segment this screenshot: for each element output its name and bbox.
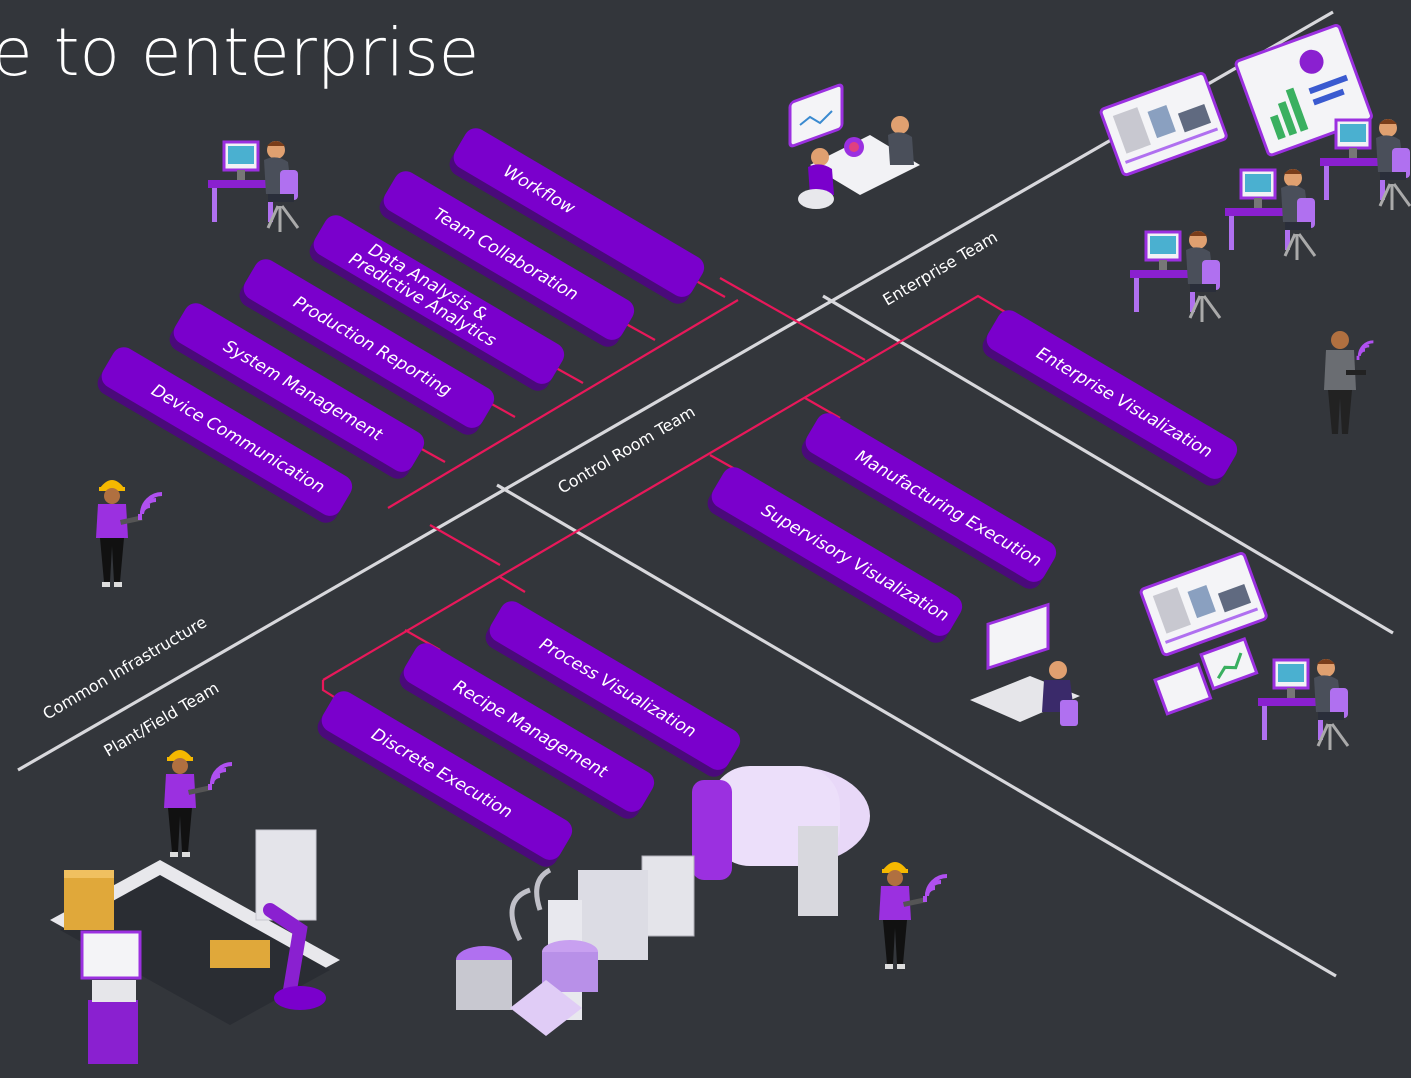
field-worker-icon — [879, 862, 926, 969]
connector-lines — [321, 271, 1023, 711]
wifi-signal-icon — [208, 762, 234, 792]
dashboard-display-icon — [1153, 637, 1259, 716]
control-room-workstation-icon — [970, 602, 1080, 726]
field-worker-icon — [164, 750, 211, 857]
tile-enterprise-visualization[interactable]: Enterprise Visualization — [978, 305, 1242, 491]
conveyor-robot-arm-icon — [50, 829, 340, 1064]
office-worker-icon — [1256, 657, 1350, 752]
wifi-signal-icon — [138, 492, 164, 522]
wifi-signal-icon — [923, 874, 949, 904]
field-worker-icon — [96, 480, 143, 587]
tile-label-enterprise-visualization: Enterprise Visualization — [1033, 343, 1216, 462]
dashboard-display-icon — [1098, 70, 1229, 178]
office-worker-icon — [1223, 167, 1317, 262]
office-worker-icon — [206, 139, 300, 234]
tablet-user-icon — [1324, 331, 1375, 434]
page-title: e to enterprise — [0, 14, 480, 91]
meeting-table-icon — [788, 83, 920, 209]
office-worker-icon — [1128, 229, 1222, 324]
process-plant-tanks-icon — [456, 766, 870, 1036]
label-plant-field-team: Plant/Field Team — [100, 678, 222, 760]
dashboard-display-icon — [1138, 550, 1269, 658]
